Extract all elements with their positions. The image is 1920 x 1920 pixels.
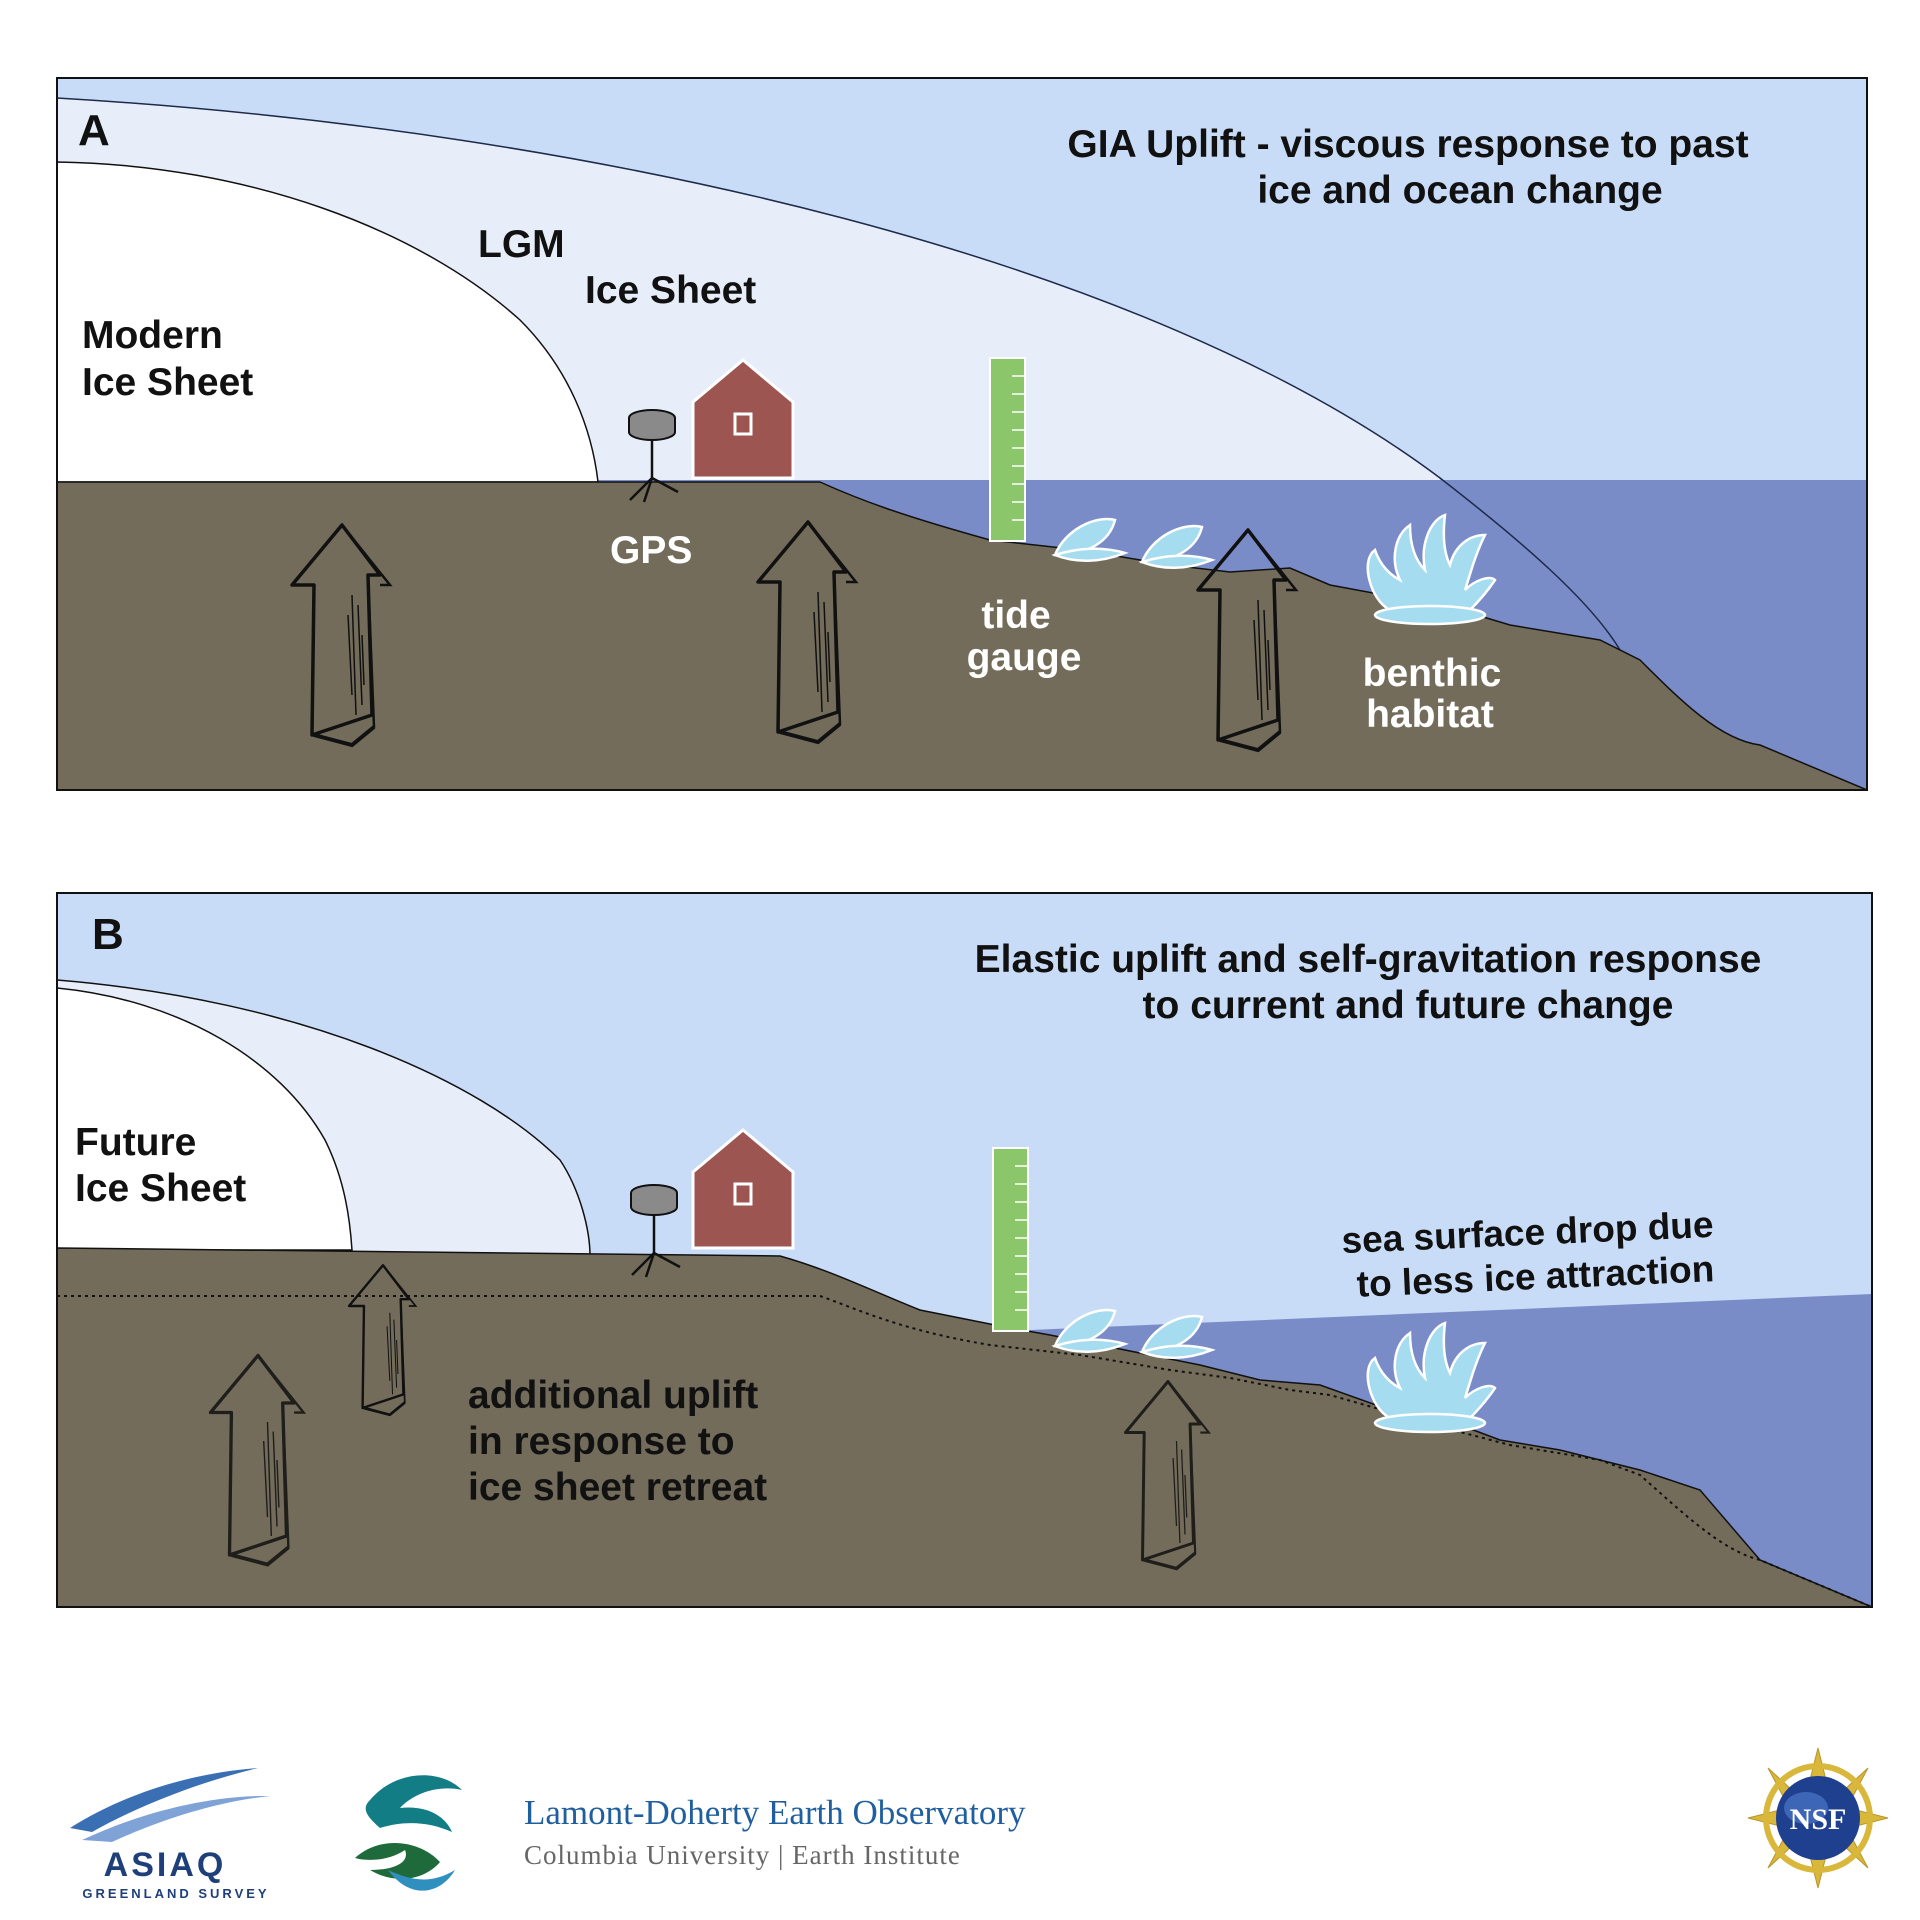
tide-gauge-label-line1: tide [981,594,1050,637]
ldeo-fish-icon [355,1775,462,1891]
panel-a: A GIA Uplift - viscous response to past … [57,78,1867,790]
ldeo-name: Lamont-Doherty Earth Observatory [524,1793,1026,1832]
future-ice-label-line1: Future [75,1121,196,1164]
additional-uplift-label-line1: additional uplift [468,1374,758,1417]
tide-gauge-ticks [1012,375,1025,521]
panel-b: B Elastic uplift and self-gravitation re… [57,893,1872,1607]
asiaq-subtitle: GREENLAND SURVEY [82,1886,269,1901]
modern-ice-sheet [57,161,599,483]
nsf-text: NSF [1790,1803,1847,1836]
panel-letter: A [78,106,110,155]
tide-gauge [992,1147,1029,1332]
future-ice-sheet [57,987,353,1251]
tide-gauge-ticks [1015,1165,1028,1311]
lgm-label-line2: Ice Sheet [585,269,756,312]
gps-label: GPS [610,529,692,572]
tide-gauge [989,357,1026,542]
nsf-logo: NSF [1747,1747,1889,1889]
ldeo-affiliation: Columbia University | Earth Institute [524,1840,961,1870]
benthic-label-line2: habitat [1366,693,1494,736]
lgm-ice-edge [1439,477,1621,651]
future-ice-label-line2: Ice Sheet [75,1167,246,1210]
ground [57,1247,1872,1607]
asiaq-logo: ASIAQ GREENLAND SURVEY [70,1768,270,1901]
panel-title-line1: GIA Uplift - viscous response to past [1067,123,1748,166]
modern-ice-label-line1: Modern [82,314,223,357]
tide-gauge-label-line2: gauge [967,636,1082,679]
panel-letter: B [92,910,124,959]
asiaq-name: ASIAQ [104,1846,227,1884]
benthic-label-line1: benthic [1363,652,1502,695]
panel-b-frame [56,892,1873,1608]
panel-a-frame [56,77,1868,791]
additional-uplift-label-line3: ice sheet retreat [468,1466,767,1509]
ground [57,481,1867,790]
panel-title-line2: ice and ocean change [1257,169,1662,212]
additional-uplift-label-line2: in response to [468,1420,735,1463]
modern-ice-label-line2: Ice Sheet [82,361,253,404]
previous-ground-line [57,1295,1872,1607]
lgm-label-line1: LGM [478,223,565,266]
panel-title-line2: to current and future change [1143,984,1674,1027]
panel-title-line1: Elastic uplift and self-gravitation resp… [975,938,1762,981]
